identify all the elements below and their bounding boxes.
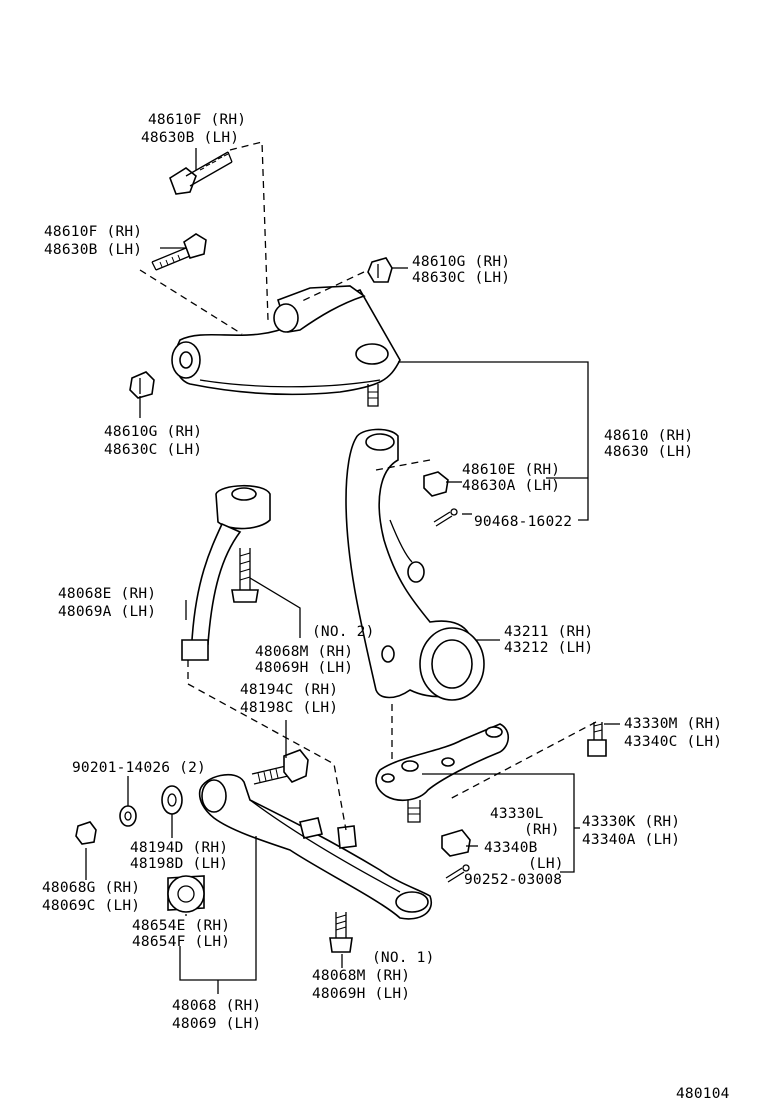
label-cotter-lower: 90252-03008 <box>464 872 562 888</box>
washer <box>119 805 137 827</box>
cam-plate <box>161 785 183 815</box>
label-lower-arm-rh: 48068 (RH) <box>172 998 261 1014</box>
label-nut-lower-lh: 48069C (LH) <box>42 898 140 914</box>
label-upper-ball-nut-lh: 48630A (LH) <box>462 478 560 494</box>
assembly-dashed-lines <box>139 141 597 831</box>
label-nut-upper-left-lh: 48630C (LH) <box>104 442 202 458</box>
label-knuckle-lh: 43212 (LH) <box>504 640 593 656</box>
label-bolt-no1-lh: 48069H (LH) <box>312 986 410 1002</box>
lower-nut <box>75 821 97 845</box>
lower-control-arm <box>198 773 433 920</box>
label-bolt-upper-rear-lh: 48630B (LH) <box>141 130 239 146</box>
label-ball-joint-assy-lh: 43340A (LH) <box>582 832 680 848</box>
label-upper-arm-lh: 48630 (LH) <box>604 444 693 460</box>
bushing <box>167 875 205 913</box>
label-bolt-ball-joint-lh: 43340C (LH) <box>624 734 722 750</box>
label-upper-ball-nut-rh: 48610E (RH) <box>462 462 560 478</box>
bolt-no1 <box>329 912 353 953</box>
label-bolt-lower-arm-rh: 48194C (RH) <box>240 682 338 698</box>
label-bushing-lh: 48654F (LH) <box>132 934 230 950</box>
label-bolt-upper-front-lh: 48630B (LH) <box>44 242 142 258</box>
label-cam-plate-rh: 48194D (RH) <box>130 840 228 856</box>
strut-bar <box>181 484 271 661</box>
label-bushing-rh: 48654E (RH) <box>132 918 230 934</box>
label-lower-ball-joint-lh-num: 43340B <box>484 840 538 856</box>
part-labels: 48610F (RH) 48630B (LH) 48610F (RH) 4863… <box>42 112 730 1102</box>
label-bolt-no1-title: (NO. 1) <box>372 950 435 966</box>
ball-joint-bolt <box>587 722 607 757</box>
label-cotter-upper: 90468-16022 <box>474 514 572 530</box>
upper-cotter-pin <box>433 508 458 527</box>
lower-arm-bolt <box>251 749 309 785</box>
label-bolt-ball-joint-rh: 43330M (RH) <box>624 716 722 732</box>
steering-knuckle <box>345 428 485 701</box>
label-bolt-no1-rh: 48068M (RH) <box>312 968 410 984</box>
upper-left-nut <box>129 371 155 399</box>
figure-number: 480104 <box>676 1086 730 1102</box>
lower-ball-joint <box>375 723 510 823</box>
lower-cotter-pin <box>445 864 470 883</box>
leader-lines <box>85 148 620 994</box>
label-bolt-no2-lh: 48069H (LH) <box>255 660 353 676</box>
label-lower-ball-joint-rh: (RH) <box>524 822 560 838</box>
lower-ball-joint-nut <box>441 829 471 857</box>
label-upper-arm-rh: 48610 (RH) <box>604 428 693 444</box>
label-lower-ball-joint-rh-num: 43330L <box>490 806 544 822</box>
label-bolt-no2-title: (NO. 2) <box>312 624 375 640</box>
label-lower-arm-lh: 48069 (LH) <box>172 1016 261 1032</box>
upper-right-nut <box>367 257 393 283</box>
label-nut-upper-left-rh: 48610G (RH) <box>104 424 202 440</box>
label-lower-ball-joint-lh: (LH) <box>528 856 564 872</box>
upper-front-bolt <box>151 233 207 271</box>
label-strut-bar-lh: 48069A (LH) <box>58 604 156 620</box>
label-cam-plate-lh: 48198D (LH) <box>130 856 228 872</box>
upper-control-arm <box>171 285 401 407</box>
label-bolt-lower-arm-lh: 48198C (LH) <box>240 700 338 716</box>
upper-rear-bolt <box>169 151 233 195</box>
bolt-no2 <box>231 548 259 603</box>
upper-ball-joint-nut <box>423 471 449 497</box>
label-nut-lower-rh: 48068G (RH) <box>42 880 140 896</box>
label-bolt-upper-front-rh: 48610F (RH) <box>44 224 142 240</box>
label-washer: 90201-14026 (2) <box>72 760 206 776</box>
label-knuckle-rh: 43211 (RH) <box>504 624 593 640</box>
label-strut-bar-rh: 48068E (RH) <box>58 586 156 602</box>
label-bolt-upper-rear-rh: 48610F (RH) <box>148 112 246 128</box>
label-bolt-no2-rh: 48068M (RH) <box>255 644 353 660</box>
label-nut-upper-right-lh: 48630C (LH) <box>412 270 510 286</box>
label-nut-upper-right-rh: 48610G (RH) <box>412 254 510 270</box>
label-ball-joint-assy-rh: 43330K (RH) <box>582 814 680 830</box>
